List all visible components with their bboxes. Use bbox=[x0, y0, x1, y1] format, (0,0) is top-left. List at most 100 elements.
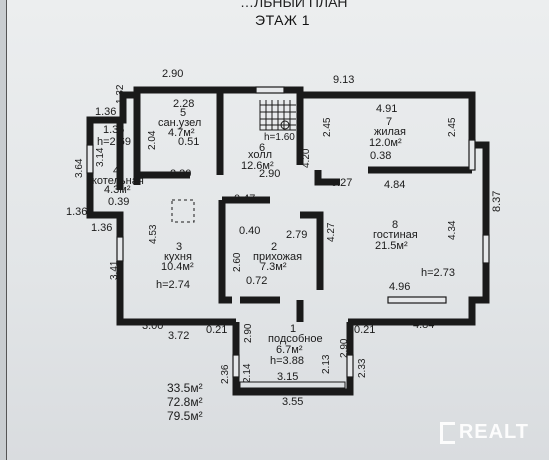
room-area: 7.3м² bbox=[260, 261, 287, 273]
window-top bbox=[255, 86, 285, 94]
window-bottom-living bbox=[387, 296, 447, 304]
wall-kitchen-right bbox=[218, 200, 232, 304]
wall-entry-right bbox=[300, 211, 324, 290]
room-number: 1 bbox=[290, 323, 297, 335]
room-name: кухня bbox=[164, 251, 192, 263]
dim-label: 3.00 bbox=[142, 320, 164, 332]
total-area-2: 72.8м² bbox=[167, 395, 203, 409]
dim-label: 0.21 bbox=[354, 324, 376, 336]
room-number: 8 bbox=[392, 219, 399, 231]
room-name: гостиная bbox=[373, 229, 418, 241]
room-name: холл bbox=[248, 149, 273, 161]
dim-label: 0.51 bbox=[178, 136, 200, 148]
staircase bbox=[259, 100, 296, 131]
wall-hall-bottom-right bbox=[314, 170, 340, 186]
plan-paper bbox=[6, 0, 549, 460]
window-boiler bbox=[86, 144, 94, 174]
window-right-2 bbox=[482, 234, 490, 264]
dim-label: 1.36 bbox=[66, 206, 88, 218]
dim-label: 0.72 bbox=[246, 275, 268, 287]
room-area: 4.3м² bbox=[104, 184, 131, 196]
room-number: 3 bbox=[176, 241, 183, 253]
porch-step bbox=[239, 381, 346, 389]
room-name: подсобное bbox=[268, 333, 323, 345]
room-name: жилая bbox=[374, 126, 406, 138]
dim-label: 2.36 bbox=[220, 364, 231, 384]
realt-logo-icon bbox=[439, 421, 455, 444]
dim-label: 2.79 bbox=[286, 229, 308, 241]
dim-label: 0.39 bbox=[108, 196, 130, 208]
dim-label: 0.47 bbox=[234, 193, 256, 205]
dim-label: 3.55 bbox=[282, 396, 304, 408]
dim-label: 1.32 bbox=[115, 84, 126, 104]
realt-watermark: REALT bbox=[439, 421, 529, 444]
dim-label: 1.36 bbox=[95, 106, 117, 118]
room-height: h=3.88 bbox=[270, 355, 304, 367]
dim-label: 0.21 bbox=[206, 324, 228, 336]
dim-label: 9.13 bbox=[333, 74, 355, 86]
room-number: 6 bbox=[259, 142, 266, 154]
room-number: 7 bbox=[386, 116, 393, 128]
dim-label: 3.14 bbox=[95, 147, 106, 167]
dim-label: 0.38 bbox=[370, 150, 392, 162]
dim-label: 2.28 bbox=[173, 98, 195, 110]
wall-outer-top-left bbox=[133, 86, 224, 98]
dim-label: 0.27 bbox=[331, 177, 353, 189]
dim-label: 2.14 bbox=[242, 363, 253, 383]
floor-label: ЭТАЖ 1 bbox=[255, 12, 311, 28]
room-number: 4 bbox=[113, 165, 120, 177]
room-name: прихожая bbox=[253, 251, 303, 263]
room-area: 21.5м² bbox=[375, 240, 408, 252]
room-name: сан.узел bbox=[158, 117, 202, 129]
room-area: 6.7м² bbox=[276, 344, 303, 356]
total-area-3: 79.5м² bbox=[167, 409, 203, 423]
room-name: котельная bbox=[92, 175, 144, 187]
chimney bbox=[171, 199, 195, 223]
dim-label: 4.20 bbox=[301, 148, 312, 168]
dim-label: 4.27 bbox=[326, 222, 337, 242]
dim-label: 4.84 bbox=[384, 179, 406, 191]
dim-label: h=2.74 bbox=[156, 279, 190, 291]
dim-label: 2.30 bbox=[170, 168, 192, 180]
room-area: 10.4м² bbox=[161, 261, 194, 273]
dim-label: 2.90 bbox=[339, 338, 350, 358]
dim-label: 2.04 bbox=[147, 130, 158, 150]
plan-title: …ЛЬНЫЙ ПЛАН bbox=[240, 0, 348, 10]
window-porch-left bbox=[232, 354, 240, 378]
dim-label: 8.37 bbox=[491, 190, 503, 212]
dim-label: 4.96 bbox=[389, 281, 411, 293]
dim-label: 3.64 bbox=[74, 158, 85, 178]
dim-label: 1.36 bbox=[103, 124, 125, 136]
dim-label: h=2.69 bbox=[97, 136, 131, 148]
room-area: 12.6м² bbox=[241, 160, 274, 172]
dim-label: 2.45 bbox=[322, 117, 333, 137]
dim-label: h=2.73 bbox=[421, 267, 455, 279]
dim-label: 4.84 bbox=[413, 319, 435, 331]
dim-label: 4.34 bbox=[447, 220, 458, 240]
dim-label: 3.41 bbox=[109, 260, 120, 280]
dim-label: 2.33 bbox=[357, 358, 368, 378]
dim-label: h=1.60 bbox=[264, 132, 295, 143]
total-area-1: 33.5м² bbox=[167, 381, 203, 395]
window-kitchen bbox=[116, 236, 124, 262]
dim-label: 1.36 bbox=[91, 222, 113, 234]
window-porch-right bbox=[346, 354, 354, 378]
dim-label: 2.90 bbox=[243, 323, 254, 343]
room-number: 2 bbox=[271, 241, 278, 253]
room-area: 12.0м² bbox=[369, 137, 402, 149]
room-area: 4.7м² bbox=[168, 127, 195, 139]
dim-label: 4.91 bbox=[376, 103, 398, 115]
wall-outer-top bbox=[220, 86, 490, 326]
dim-label: 2.90 bbox=[259, 168, 281, 180]
dim-label: 3.72 bbox=[168, 330, 190, 342]
window-right-1 bbox=[468, 139, 476, 171]
dim-label: 3.15 bbox=[277, 371, 299, 383]
dim-label: 2.90 bbox=[162, 68, 184, 80]
dim-label: 2.45 bbox=[447, 117, 458, 137]
watermark-text: REALT bbox=[458, 421, 529, 443]
dim-label: 0.40 bbox=[239, 225, 261, 237]
dim-label: 4.53 bbox=[148, 224, 159, 244]
dim-label: 2.13 bbox=[321, 354, 332, 374]
dim-label: 2.60 bbox=[232, 252, 243, 272]
